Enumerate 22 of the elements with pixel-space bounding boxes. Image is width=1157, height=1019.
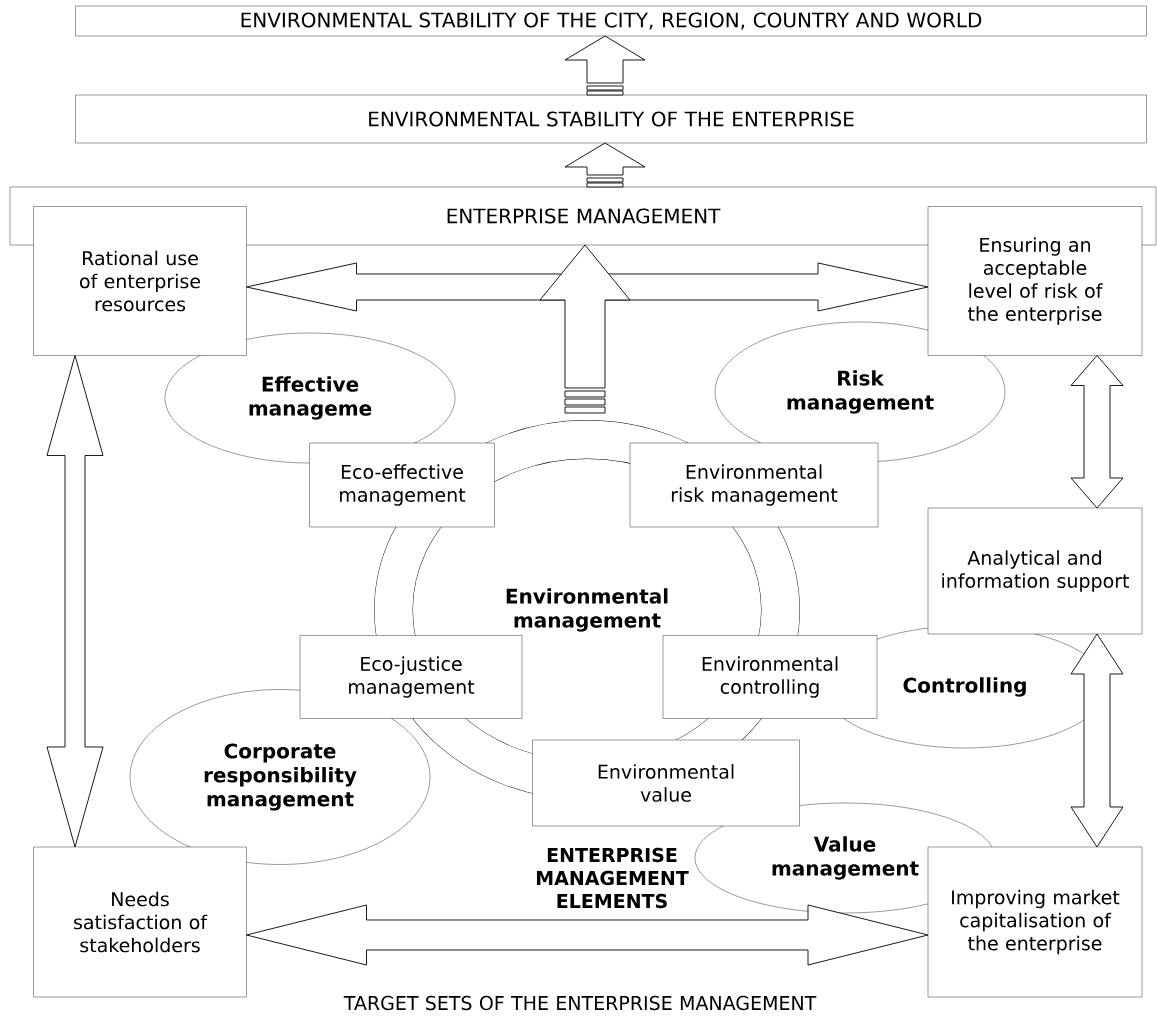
rectangle-box: Eco-effective management bbox=[309, 442, 495, 528]
heading-text: TARGET SETS OF THE ENTERPRISE MANAGEMENT bbox=[343, 995, 817, 1011]
rectangle-box: Ensuring an acceptable level of risk of the enterprise bbox=[927, 206, 1143, 356]
rectangle-box: Eco-justice management bbox=[299, 635, 523, 719]
block-arrow bbox=[46, 355, 104, 848]
rectangle-box: ENVIRONMENTAL STABILITY OF THE ENTERPRISE bbox=[75, 94, 1147, 144]
block-arrow bbox=[246, 262, 929, 312]
rectangle-box: Environmental risk management bbox=[629, 442, 879, 528]
block-arrow bbox=[246, 904, 929, 966]
block-arrow bbox=[1070, 633, 1124, 848]
rectangle-box: Needs satisfaction of stakeholders bbox=[33, 846, 247, 998]
block-arrow bbox=[564, 35, 646, 96]
rectangle-box: Environmental value bbox=[532, 739, 800, 827]
heading-text: ENTERPRISE MANAGEMENT ELEMENTS bbox=[537, 847, 689, 909]
block-arrow bbox=[564, 142, 646, 188]
rectangle-box: Improving market capitalisation of the enterprise bbox=[927, 846, 1143, 998]
rectangle-box: ENVIRONMENTAL STABILITY OF THE CITY, REGION, COUNTRY AND WORLD bbox=[75, 5, 1147, 37]
block-arrow bbox=[1070, 355, 1124, 509]
rectangle-box: Analytical and information support bbox=[927, 507, 1143, 635]
block-arrow bbox=[539, 244, 631, 414]
rectangle-box: Environmental controlling bbox=[662, 635, 878, 719]
rectangle-box: Rational use of enterprise resources bbox=[33, 206, 247, 356]
